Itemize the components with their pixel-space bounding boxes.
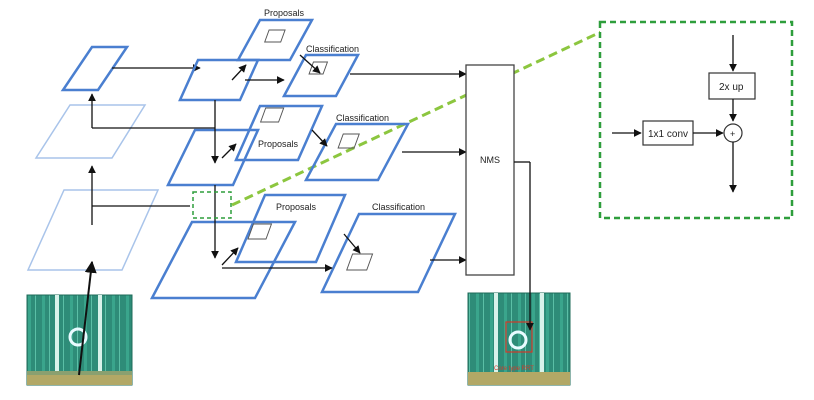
prop-to-class-mid — [311, 129, 328, 147]
classification-map-mid — [303, 122, 411, 182]
class-box-top — [308, 61, 329, 75]
label-proposals-mid: Proposals — [258, 139, 299, 149]
label-proposals-bottom: Proposals — [276, 202, 317, 212]
label-classification-top: Classification — [306, 44, 359, 54]
proposal-box-top — [264, 29, 286, 43]
backbone-level-mid — [34, 104, 147, 159]
detection-box — [505, 321, 533, 353]
backbone-level-low — [26, 189, 160, 271]
prop-to-class-top — [299, 54, 321, 74]
nms-label: NMS — [480, 155, 500, 165]
nms-block — [465, 64, 515, 276]
to-proposals-top — [231, 64, 247, 81]
zoom-inset-panel — [598, 20, 794, 220]
backbone-level-high — [60, 45, 130, 92]
classification-map-top — [281, 53, 361, 98]
class-box-mid — [337, 133, 360, 149]
detection-caption: Core type RRT — [494, 366, 534, 372]
zoom-connector-line — [231, 28, 606, 207]
plus-label: + — [730, 129, 735, 139]
prop-to-class-bottom — [343, 233, 361, 254]
class-box-bottom — [346, 253, 374, 271]
to-proposals-bottom — [221, 247, 239, 266]
feature-map-p-low — [149, 220, 298, 300]
proposals-map-bottom — [234, 193, 347, 264]
conv1x1-block — [642, 120, 694, 146]
proposals-map-mid — [234, 104, 324, 162]
highlight-merge-box — [192, 191, 232, 219]
conv1x1-label: 1x1 conv — [648, 129, 688, 140]
input-up-arrow — [78, 260, 97, 376]
to-proposals-mid — [221, 143, 237, 159]
output-image — [467, 292, 571, 386]
proposal-box-bottom — [247, 223, 273, 240]
feature-map-p-mid — [165, 128, 260, 187]
label-classification-mid: Classification — [336, 113, 389, 123]
proposals-map-top — [235, 18, 315, 62]
proposal-box-mid — [259, 107, 285, 123]
classification-map-bottom — [320, 212, 457, 294]
up2x-block — [708, 72, 756, 100]
up2x-label: 2x up — [719, 82, 744, 93]
label-proposals-top: Proposals — [264, 8, 305, 18]
label-classification-bottom: Classification — [372, 202, 425, 212]
